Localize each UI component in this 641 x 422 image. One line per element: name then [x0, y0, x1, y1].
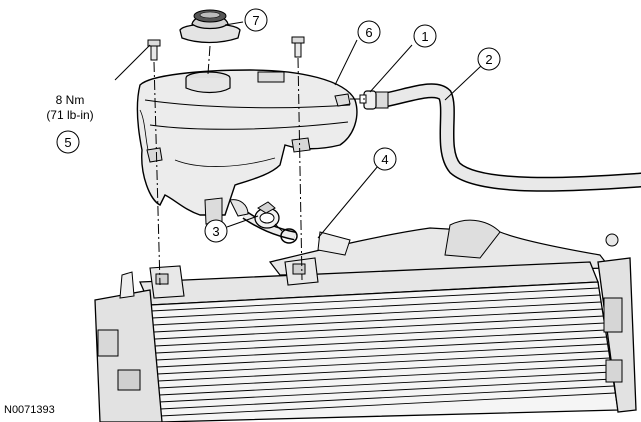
- callout-7: 7: [244, 8, 268, 32]
- bolt-right: [291, 36, 305, 58]
- alignment-lines: [153, 45, 368, 286]
- callout-2-label: 2: [485, 52, 492, 67]
- torque-line-2: (71 lb-in): [46, 108, 93, 122]
- callout-5-label: 5: [64, 135, 71, 150]
- callout-5: 5: [56, 130, 80, 154]
- callout-3-label: 3: [212, 224, 219, 239]
- coolant-hose: [369, 83, 641, 192]
- callout-2: 2: [477, 47, 501, 71]
- figure-id: N0071393: [4, 404, 55, 416]
- callout-6: 6: [357, 20, 381, 44]
- callout-7-label: 7: [252, 13, 259, 28]
- hose-clamp-lower: [254, 201, 280, 229]
- callout-1: 1: [413, 24, 437, 48]
- radiator-upper-shroud: [268, 219, 612, 276]
- leader-lines: [114, 21, 482, 239]
- coolant-reservoir: [136, 69, 358, 225]
- callout-4: 4: [373, 147, 397, 171]
- reservoir-cap: [179, 9, 241, 44]
- hose-clamp-upper: [359, 90, 377, 110]
- bolt-left: [147, 39, 161, 61]
- torque-spec: 8 Nm (71 lb-in): [46, 93, 93, 122]
- torque-line-1: 8 Nm: [56, 93, 85, 107]
- radiator: [94, 233, 637, 422]
- callout-1-label: 1: [421, 29, 428, 44]
- callout-6-label: 6: [365, 25, 372, 40]
- callout-4-label: 4: [381, 152, 388, 167]
- callout-3: 3: [204, 219, 228, 243]
